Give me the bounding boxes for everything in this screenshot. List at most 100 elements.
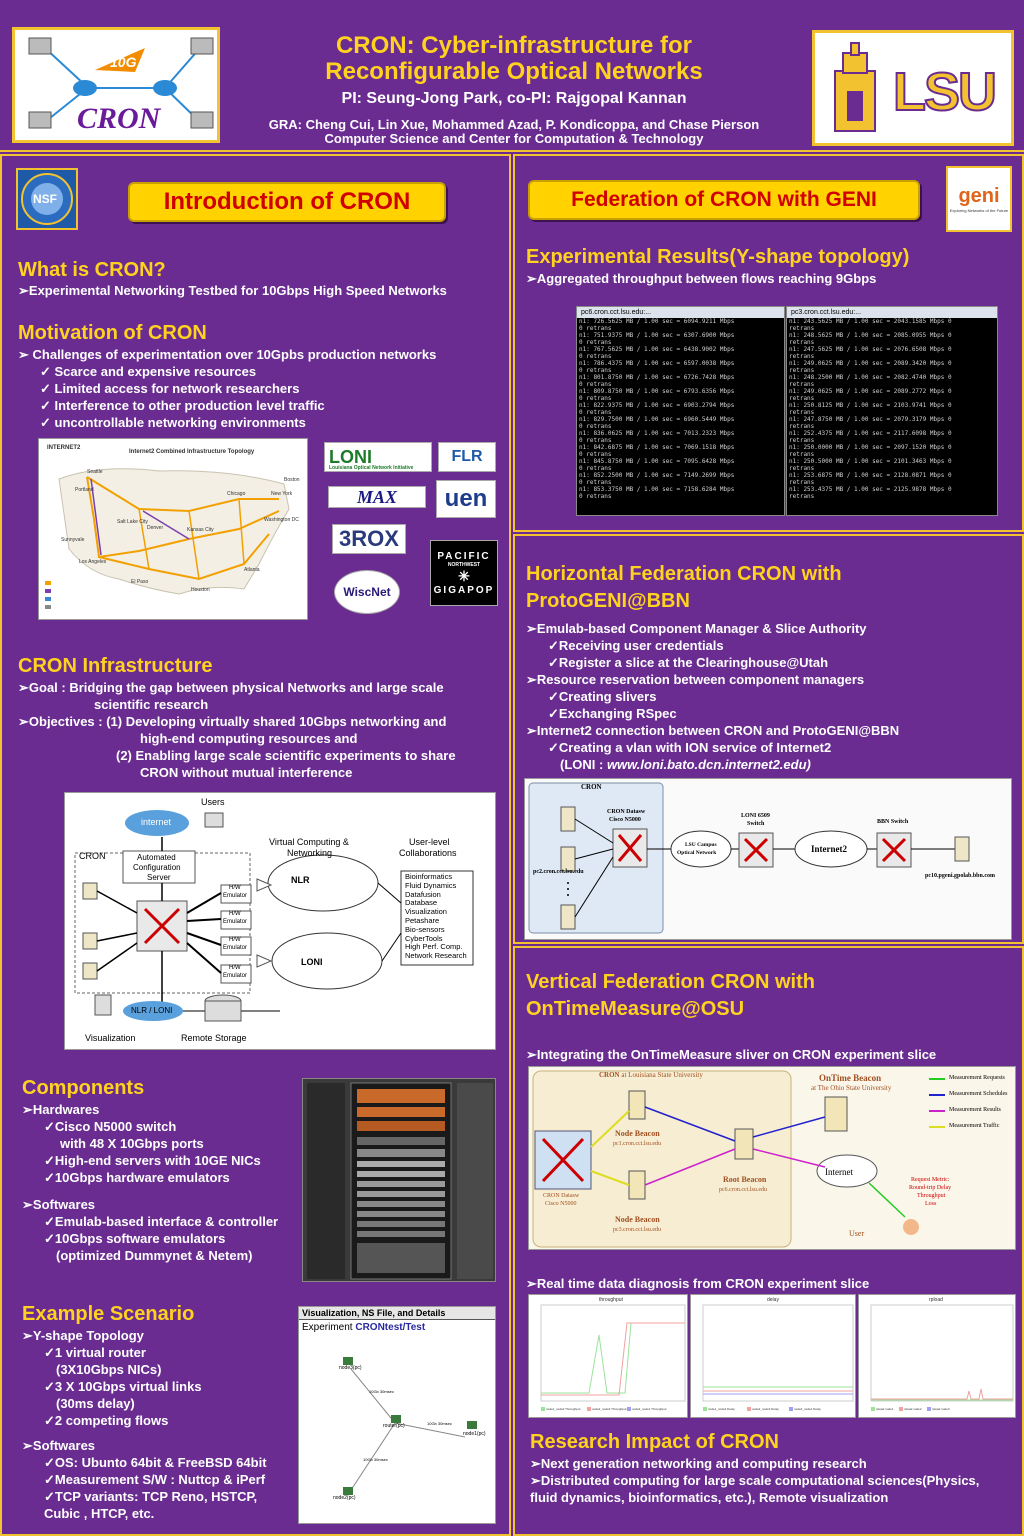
terminal-line: 0 retrans xyxy=(579,339,612,346)
vdiag-otb-2: at The Ohio State University xyxy=(811,1084,892,1092)
diagram-users: Users xyxy=(201,797,225,807)
terminal-line: n1: 751.9375 MB / 1.00 sec = 6307.6900 M… xyxy=(579,332,735,339)
vertical-title-line1: Vertical Federation CRON with xyxy=(526,971,815,993)
diagram-acs-1: Automated xyxy=(137,853,176,862)
loni-logo-text: LONI xyxy=(329,446,372,467)
diagram-emulator-1: H/W xyxy=(229,911,241,917)
header-bar xyxy=(0,0,1024,152)
topology-visualization: Visualization, NS File, and Details Expe… xyxy=(298,1306,496,1524)
wiscnet-logo-text: WiscNet xyxy=(343,585,391,599)
max-logo-text: MAX xyxy=(356,486,398,507)
example-line: ➢Y-shape Topology xyxy=(22,1328,144,1343)
vdiag-legend: Measurement Requests xyxy=(949,1075,1005,1081)
map-city: Portland xyxy=(75,487,94,493)
motivation-item: ✓ Scarce and expensive resources xyxy=(40,364,257,379)
terminal-line: n1: 842.6875 MB / 1.00 sec = 7069.1518 M… xyxy=(579,444,735,451)
poster-title-line1: CRON: Cyber-infrastructure for xyxy=(335,32,693,59)
example-line: ✓OS: Ubunto 64bit & FreeBSD 64bit xyxy=(44,1455,267,1470)
3rox-logo-text: 3ROX xyxy=(339,526,399,551)
impact-title: Research Impact of CRON xyxy=(530,1431,779,1453)
map-city: Salt Lake City xyxy=(117,519,148,525)
terminal-line: retrans xyxy=(789,451,815,458)
horizontal-line: ➢Resource reservation between component … xyxy=(526,672,865,687)
map-city: Denver xyxy=(147,525,164,531)
terminal-line: retrans xyxy=(789,381,815,388)
poster-dept: Computer Science and Center for Computat… xyxy=(324,131,704,146)
vdiag-node-beacon: Node Beacon xyxy=(615,1129,660,1138)
diagram-ul-1: User-level xyxy=(409,837,450,847)
diagram-ul-2: Collaborations xyxy=(399,848,457,858)
terminal-line: n1: 248.5625 MB / 1.00 sec = 2085.0955 M… xyxy=(789,332,952,339)
nsf-logo-text: NSF xyxy=(33,192,57,206)
internet2-map: INTERNET2 Internet2 Combined Infrastruct… xyxy=(38,438,308,620)
lsu-logo-text: LSU xyxy=(892,61,998,123)
diagram-emulator-2: Emulator xyxy=(223,919,248,925)
terminal-line: n1: 829.7500 MB / 1.00 sec = 6960.5449 M… xyxy=(579,416,735,423)
chart-legend: rpload node3 xyxy=(932,1407,950,1411)
map-city: El Paso xyxy=(131,579,149,585)
terminal-line: 0 retrans xyxy=(579,409,612,416)
intro-title: Introduction of CRON xyxy=(128,182,446,222)
map-city: New York xyxy=(271,491,293,497)
terminal-pc3-output: n1: 243.5625 MB / 1.00 sec = 2043.1585 M… xyxy=(787,318,997,500)
diagram-acs-3: Server xyxy=(147,873,171,882)
wiscnet-logo: WiscNet xyxy=(334,570,400,614)
diagram-app: CyberTools xyxy=(405,933,443,943)
terminal-line: retrans xyxy=(789,465,815,472)
horizontal-federation-diagram: CRON CRON Datasw Cisco N5000 LSU Campus … xyxy=(524,778,1012,940)
vdiag-switch-1: CRON Datasw xyxy=(543,1193,580,1199)
infra-title: CRON Infrastructure xyxy=(18,655,213,677)
diagram-internet: internet xyxy=(141,817,172,827)
example-line: ✓Measurement S/W : Nuttcp & iPerf xyxy=(44,1472,266,1487)
diagram-nlr-loni: NLR / LONI xyxy=(131,1006,173,1015)
components-line: ➢Softwares xyxy=(22,1197,96,1212)
cron-logo-text: CRON xyxy=(77,102,161,135)
diagram-app: Petashare xyxy=(405,915,440,925)
terminal-line: 0 retrans xyxy=(579,493,612,500)
map-city: Washington DC xyxy=(264,517,299,523)
motivation-item: ✓ Interference to other production level… xyxy=(40,398,325,413)
terminal-line: 0 retrans xyxy=(579,465,612,472)
diagram-emulator-1: H/W xyxy=(229,965,241,971)
diagram-app: High Perf. Comp. xyxy=(405,942,463,952)
realtime-chart-delay: delay node1_node2 Delay node2_node3 Dela… xyxy=(690,1294,856,1418)
vdiag-user: User xyxy=(849,1229,865,1238)
right-panel-horizontal xyxy=(513,534,1024,944)
flr-logo-text: FLR xyxy=(451,448,483,465)
vertical-title-line2: OnTimeMeasure@OSU xyxy=(526,998,745,1020)
hdiag-internet2: Internet2 xyxy=(811,844,847,854)
impact-line: ➢Next generation networking and computin… xyxy=(530,1456,867,1471)
loni-logo: LONI Louisiana Optical Network Initiativ… xyxy=(324,442,432,472)
vdiag-legend: Measurement Schedules xyxy=(949,1091,1008,1097)
diagram-app: Bioinformatics xyxy=(405,872,453,881)
vdiag-switch-2: Cisco N5000 xyxy=(545,1201,577,1207)
terminal-line: 0 retrans xyxy=(579,325,612,332)
diagram-remote-storage: Remote Storage xyxy=(181,1033,247,1043)
left-column xyxy=(0,154,511,1536)
experimental-title: Experimental Results(Y-shape topology) xyxy=(526,246,910,268)
horizontal-loni-url: www.loni.bato.dcn.internet2.edu) xyxy=(606,757,811,772)
vdiag-internet: Internet xyxy=(825,1167,853,1177)
map-city: Kansas City xyxy=(187,527,214,533)
terminal-line: n1: 845.8750 MB / 1.00 sec = 7095.6428 M… xyxy=(579,458,735,465)
vis-node: router(pc) xyxy=(383,1423,405,1429)
vis-node: node2(pc) xyxy=(333,1495,356,1501)
diagram-app: Datafusion xyxy=(405,889,441,899)
terminal-line: 0 retrans xyxy=(579,479,612,486)
chart-title: rpload xyxy=(929,1297,943,1303)
hdiag-cron: CRON xyxy=(581,783,602,791)
vdiag-root-beacon: Root Beacon xyxy=(723,1175,767,1184)
components-line: with 48 X 10Gbps ports xyxy=(60,1136,204,1151)
components-line: ✓High-end servers with 10GE NICs xyxy=(44,1153,261,1168)
terminal-line: retrans xyxy=(789,423,815,430)
example-line: ✓1 virtual router xyxy=(44,1345,146,1360)
pnwgp-line3: GIGAPOP xyxy=(433,584,495,596)
uen-logo: uen xyxy=(436,480,496,518)
vdiag-legend: Measurement Traffic xyxy=(949,1123,1000,1129)
terminal-line: n1: 250.8125 MB / 1.00 sec = 2103.9741 M… xyxy=(789,402,952,409)
terminal-line: retrans xyxy=(789,367,815,374)
chart-legend: rpload node1 xyxy=(876,1407,894,1411)
map-title: Internet2 Combined Infrastructure Topolo… xyxy=(129,449,255,455)
server-rack-photo xyxy=(302,1078,496,1282)
vertical-federation-diagram: CRON at Louisiana State University OnTim… xyxy=(528,1066,1016,1250)
